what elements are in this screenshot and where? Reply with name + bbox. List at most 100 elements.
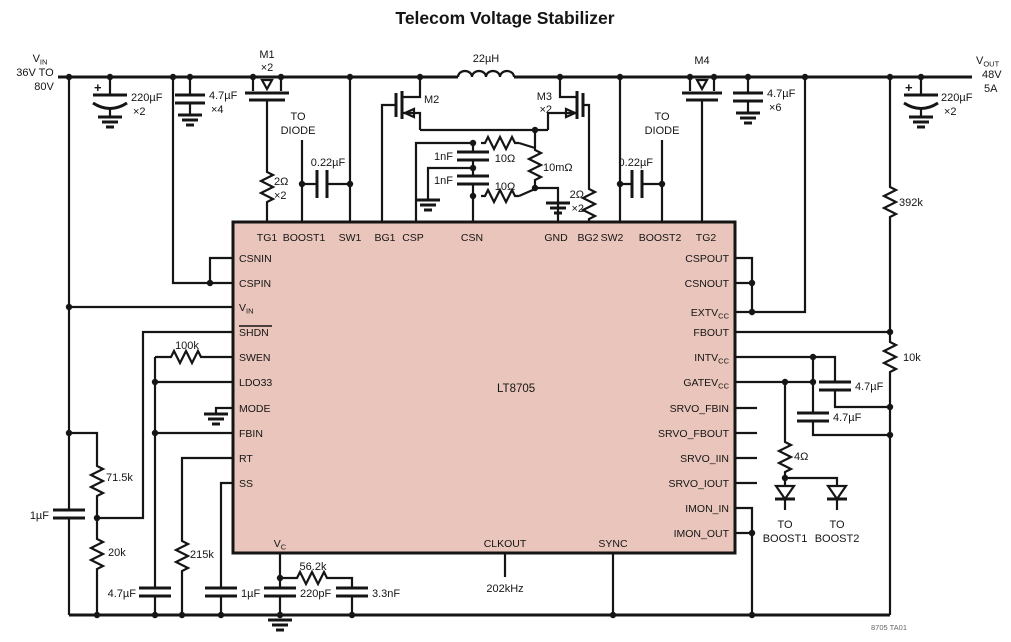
csp-wire <box>414 141 473 222</box>
m2-arrow <box>402 107 416 119</box>
m3-arrow <box>564 107 578 119</box>
pin-srvo-iout: SRVO_IOUT <box>669 478 730 490</box>
junction-dots <box>65 73 925 619</box>
cout-bulk-mult: ×2 <box>944 106 957 118</box>
r-shdn-bot-value: 20k <box>108 547 126 559</box>
pin-cspout: CSPOUT <box>685 253 729 265</box>
gnd-pin-wire <box>535 186 560 222</box>
pin-csnout: CSNOUT <box>685 278 730 290</box>
d-boost2-line2: BOOST2 <box>815 533 860 545</box>
cin-cer-mult: ×4 <box>211 104 224 116</box>
output-bulk-cap: + 220µF ×2 <box>903 77 973 129</box>
m3-name: M3 <box>537 91 552 103</box>
pin-mode: MODE <box>239 403 271 415</box>
bg2-gate-resistor: 2Ω ×2 <box>570 103 597 225</box>
pin-bg1: BG1 <box>374 232 395 244</box>
c-in-filter-value: 1µF <box>30 510 49 522</box>
pin-gatevcc: GATEVCC <box>683 377 729 391</box>
r-fb-top-value: 392k <box>899 197 923 209</box>
ic-lt8705: LT8705 TG1 BOOST1 SW1 BG1 CSP CSN GND BG… <box>231 220 737 555</box>
pin-boost2: BOOST2 <box>639 232 682 244</box>
vin-range2: 80V <box>34 81 54 93</box>
right-wiring: 392k 10k 4.7µF 4.7µF 4Ω TO BOOST1 TO BOO… <box>735 77 923 615</box>
pin-shdn: SHDN <box>239 327 269 339</box>
pin-boost1: BOOST1 <box>283 232 326 244</box>
page-title: Telecom Voltage Stabilizer <box>395 8 614 28</box>
vin-terminal: VIN 36V TO 80V <box>16 53 54 93</box>
rg-bg2-mult: ×2 <box>571 203 584 215</box>
d-boost2-line1: TO <box>829 519 845 531</box>
to-diode-left-2: DIODE <box>281 125 316 137</box>
pin-swen: SWEN <box>239 352 271 364</box>
cout-bulk-plus: + <box>905 80 913 95</box>
rg-tg1-value: 2Ω <box>274 176 288 188</box>
c-csp-value: 1nF <box>434 151 453 163</box>
vout-amps: 5A <box>984 83 998 95</box>
input-bulk-cap: + 220µF ×2 <box>92 77 163 129</box>
pin-tg2: TG2 <box>696 232 717 244</box>
mode-wire <box>214 406 233 414</box>
r-fb-bot-value: 10k <box>903 352 921 364</box>
m2-name: M2 <box>424 94 439 106</box>
pin-ss: SS <box>239 478 253 490</box>
imon-wire <box>735 506 754 615</box>
pin-csnin: CSNIN <box>239 253 272 265</box>
r-csn-value: 10Ω <box>495 181 515 193</box>
ldo33-fbin-wires <box>155 380 233 435</box>
boost1-bootstrap: TO DIODE 0.22µF <box>281 77 352 222</box>
tg1-gate-resistor: 2Ω ×2 <box>259 100 288 222</box>
bottom-wiring: 220pF 56.2k 3.3nF 202kHz 8705 TA01 <box>69 553 907 632</box>
vout-volts: 48V <box>982 69 1002 81</box>
vin-label: VIN <box>33 53 48 67</box>
r-gatevcc-value: 4Ω <box>794 451 808 463</box>
m1-arrow <box>260 78 274 92</box>
c-vc1-value: 220pF <box>300 588 331 600</box>
shdn-divider-wire <box>69 431 99 615</box>
pin-srvo-fbin: SRVO_FBIN <box>670 403 729 415</box>
input-ceramic-cap: 4.7µF ×4 <box>175 77 238 127</box>
pin-srvo-fbout: SRVO_FBOUT <box>658 428 730 440</box>
cout-cer-mult: ×6 <box>769 102 782 114</box>
schematic-tag: 8705 TA01 <box>871 623 907 632</box>
pin-vin: VIN <box>239 302 254 316</box>
pin-tg1: TG1 <box>257 232 278 244</box>
m4-arrow <box>695 78 709 92</box>
pin-vc: VC <box>274 538 287 552</box>
rg-tg1-mult: ×2 <box>274 190 287 202</box>
c-vc2-value: 3.3nF <box>372 588 400 600</box>
ic-body <box>231 220 737 555</box>
pin-rt: RT <box>239 453 253 465</box>
pin-sync: SYNC <box>598 538 628 550</box>
r-swen-value: 100k <box>175 340 199 352</box>
pin-gnd: GND <box>544 232 568 244</box>
pin-csn: CSN <box>461 232 483 244</box>
r-rt-value: 215k <box>190 549 214 561</box>
output-ceramic-cap: 4.7µF ×6 <box>733 77 796 125</box>
pin-clkout: CLKOUT <box>484 538 527 550</box>
to-diode-right-2: DIODE <box>645 125 680 137</box>
pin-imon-in: IMON_IN <box>685 503 729 515</box>
left-wiring: 1µF 71.5k 20k 100k 4.7µF 215k 1µF <box>30 77 260 615</box>
gatevcc-wire <box>735 357 890 437</box>
cin-bulk-value: 220µF <box>131 92 163 104</box>
cout-bulk-value: 220µF <box>941 92 973 104</box>
srvo-stubs <box>735 406 757 485</box>
pin-csp: CSP <box>402 232 424 244</box>
pin-fbout: FBOUT <box>693 327 729 339</box>
d-boost1-line1: TO <box>777 519 793 531</box>
pin-srvo-iin: SRVO_IIN <box>680 453 729 465</box>
inductor-value: 22µH <box>473 53 500 65</box>
mosfet-m2: M2 <box>380 77 439 222</box>
r-sense-value: 10mΩ <box>543 162 573 174</box>
pin-intvcc: INTVCC <box>694 352 729 366</box>
cin-cer-value: 4.7µF <box>209 90 238 102</box>
vout-label: VOUT <box>976 55 1000 69</box>
cout-cer-value: 4.7µF <box>767 88 796 100</box>
pin-fbin: FBIN <box>239 428 263 440</box>
mosfet-m4: M4 <box>682 55 722 222</box>
m3-mult: ×2 <box>539 104 552 116</box>
to-diode-left-1: TO <box>290 111 306 123</box>
clkout-freq: 202kHz <box>486 583 523 595</box>
